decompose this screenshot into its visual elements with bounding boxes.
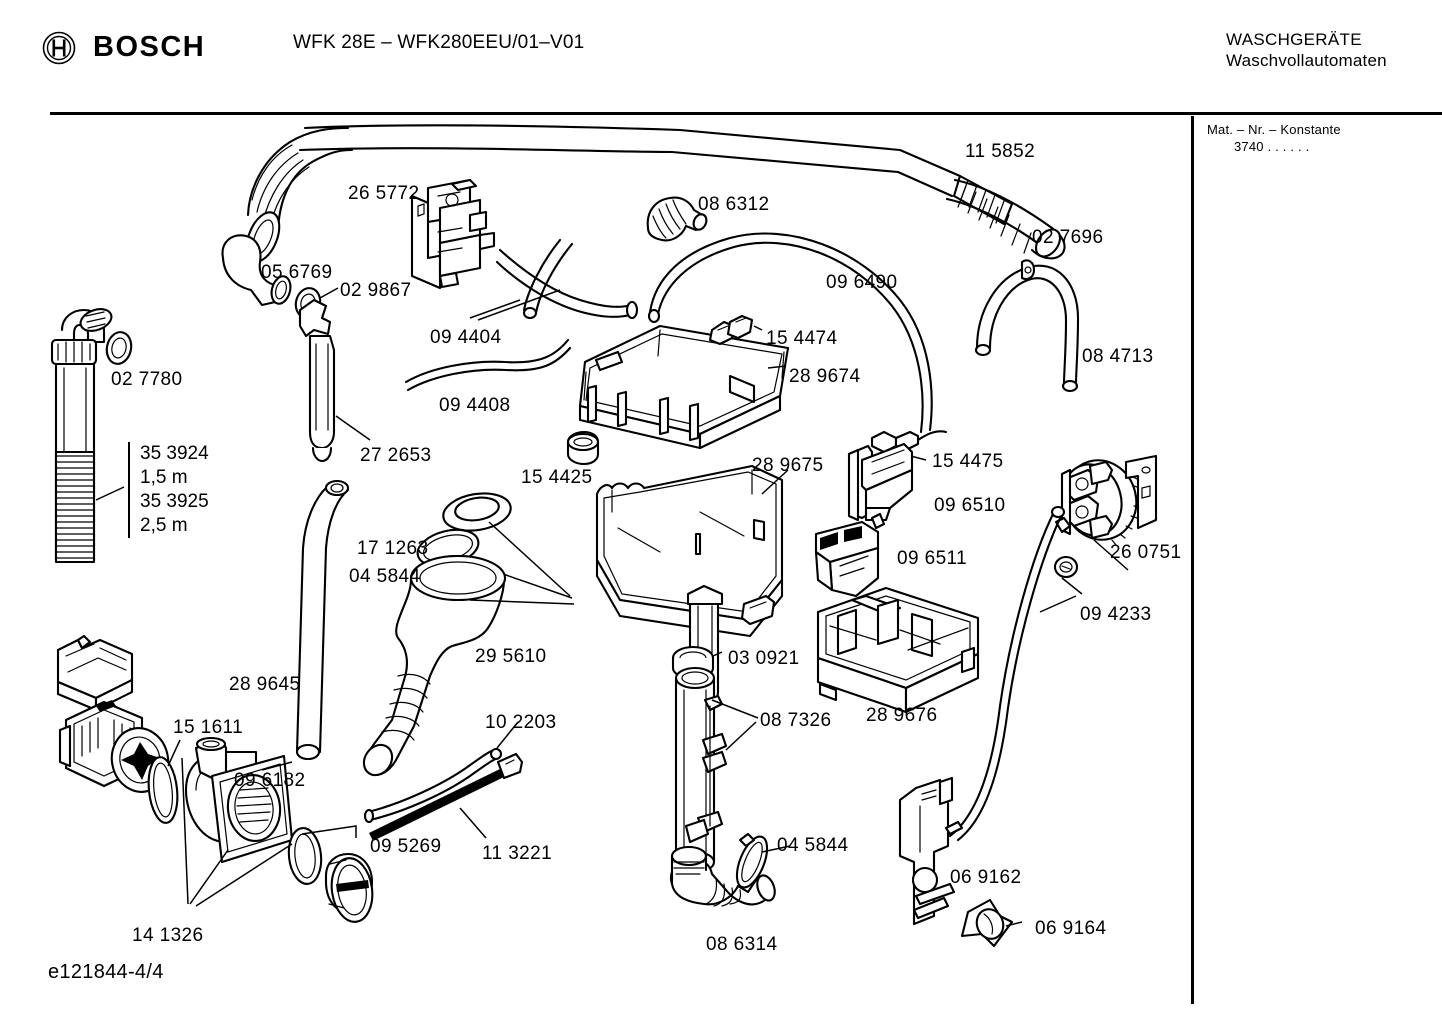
department-subtitle: Waschvollautomaten [1226, 51, 1387, 70]
part-029867-seal-ring [294, 287, 339, 319]
part-289674-dispenser-cover [578, 324, 790, 450]
part-number-289645: 28 9645 [229, 674, 301, 695]
part-number-272653: 27 2653 [360, 445, 432, 466]
bosch-logo-icon [42, 31, 76, 65]
part-number-030921: 03 0921 [728, 648, 800, 669]
model-designation: WFK 28E – WFK280EEU/01–V01 [293, 32, 585, 53]
part-086314-bellows-elbow-bottom [670, 845, 776, 907]
part-number-289675: 28 9675 [752, 455, 824, 476]
part-number-027696: 02 7696 [1032, 227, 1104, 248]
part-number-094404: 09 4404 [430, 327, 502, 348]
part-087326-standpipe [674, 666, 759, 874]
part-number-289676: 28 9676 [866, 705, 938, 726]
part-number-095269: 09 5269 [370, 836, 442, 857]
drawing-code: e121844-4/4 [48, 961, 164, 983]
part-171263-large-seal [442, 492, 571, 597]
part-number-154425: 15 4425 [521, 467, 593, 488]
part-045844-clamp-upper [416, 528, 573, 599]
part-number-096490: 09 6490 [826, 272, 898, 293]
part-295610-sump-bellows [362, 554, 575, 777]
brand-wordmark: BOSCH [93, 31, 206, 63]
part-number-154474: 15 4474 [766, 328, 838, 349]
part-number-171263: 17 1263 [357, 538, 429, 559]
part-number-045844: 04 5844 [349, 566, 421, 587]
part-number-295610: 29 5610 [475, 646, 547, 667]
part-number-069162: 06 9162 [950, 867, 1022, 888]
part-154474-clips [708, 314, 763, 346]
part-084713-hose-clip [974, 259, 1080, 393]
part-number-096511: 09 6511 [897, 548, 968, 569]
part-102203-small-hose [363, 721, 519, 824]
part-265772-inlet-valve [410, 178, 496, 290]
part-094233-screw-wire [948, 505, 1083, 842]
part-number-102203: 10 2203 [485, 712, 557, 733]
part-096510-bracket [847, 442, 914, 522]
mat-nr-value: 3740 . . . . . . [1234, 139, 1310, 154]
department-title: WASCHGERÄTE [1226, 30, 1362, 49]
part-number-141326: 14 1326 [132, 925, 204, 946]
part-289645-flexible-hose [295, 479, 350, 761]
part-number-094233: 09 4233 [1080, 604, 1152, 625]
hose-length-callout: 35 3924 1,5 m 35 3925 2,5 m [128, 442, 209, 538]
part-272653-pressure-chamber [298, 298, 371, 463]
part-number-289674: 28 9674 [789, 366, 861, 387]
part-number-115852: 11 5852 [965, 141, 1036, 162]
part-353924-drain-hose-top [245, 126, 354, 263]
part-027780-inlet-hose-assembly [50, 308, 133, 564]
right-panel-divider [1191, 116, 1194, 1004]
part-number-094408: 09 4408 [439, 395, 511, 416]
part-number-265772: 26 5772 [348, 183, 420, 204]
part-number-045844: 04 5844 [777, 835, 849, 856]
part-number-151611: 15 1611 [173, 717, 244, 738]
header-divider-rule [50, 112, 1442, 115]
part-number-096510: 09 6510 [934, 495, 1006, 516]
part-number-084713: 08 4713 [1082, 346, 1154, 367]
part-289676-drawer-insert [816, 586, 980, 714]
part-number-069164: 06 9164 [1035, 918, 1107, 939]
part-113221-cable-tie [369, 752, 524, 841]
part-151611-pump-assembly [56, 634, 374, 923]
part-number-154475: 15 4475 [932, 451, 1004, 472]
part-number-087326: 08 7326 [760, 710, 832, 731]
part-number-086312: 08 6312 [698, 194, 770, 215]
part-154425-grommet [566, 430, 600, 466]
part-069164-knob [960, 898, 1023, 948]
part-number-027780: 02 7780 [111, 369, 183, 390]
part-number-029867: 02 9867 [340, 280, 412, 301]
part-number-260751: 26 0751 [1110, 542, 1182, 563]
part-069162-bracket [898, 776, 964, 926]
mat-nr-label: Mat. – Nr. – Konstante [1207, 122, 1341, 137]
part-number-086314: 08 6314 [706, 934, 778, 955]
part-030921-ring [671, 645, 723, 680]
part-096511-clip [814, 512, 886, 598]
part-number-096182: 09 6182 [234, 770, 306, 791]
part-number-113221: 11 3221 [482, 843, 553, 864]
part-094404-hose-pair [469, 238, 639, 321]
part-number-056769: 05 6769 [261, 262, 333, 283]
